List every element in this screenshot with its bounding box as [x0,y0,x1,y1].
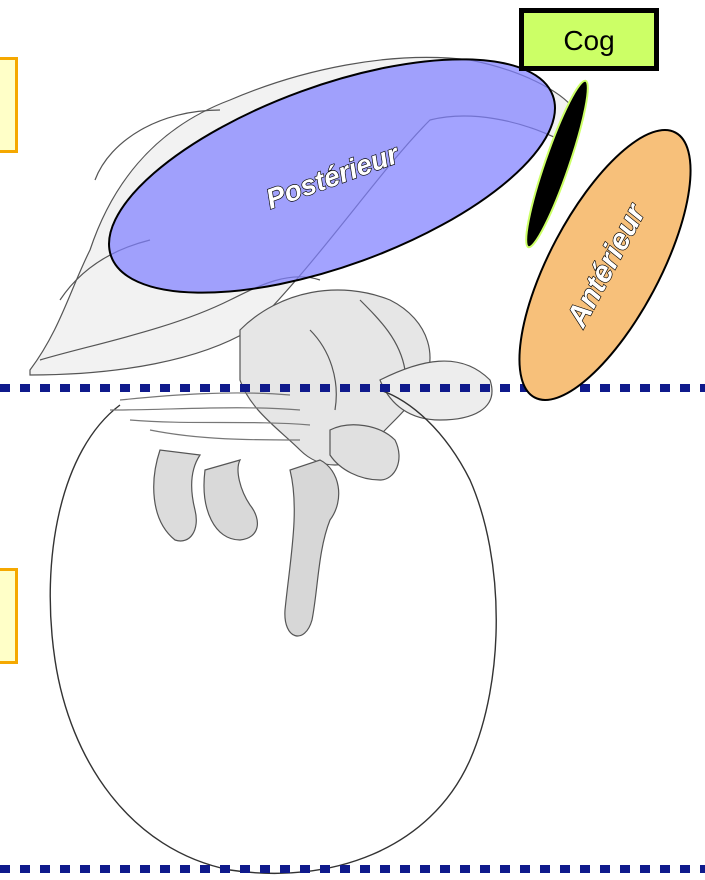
cog-label: Cog [524,25,654,57]
bottom-side-box [0,568,18,664]
top-side-box [0,57,18,153]
cog-label-box: Cog [519,8,659,71]
